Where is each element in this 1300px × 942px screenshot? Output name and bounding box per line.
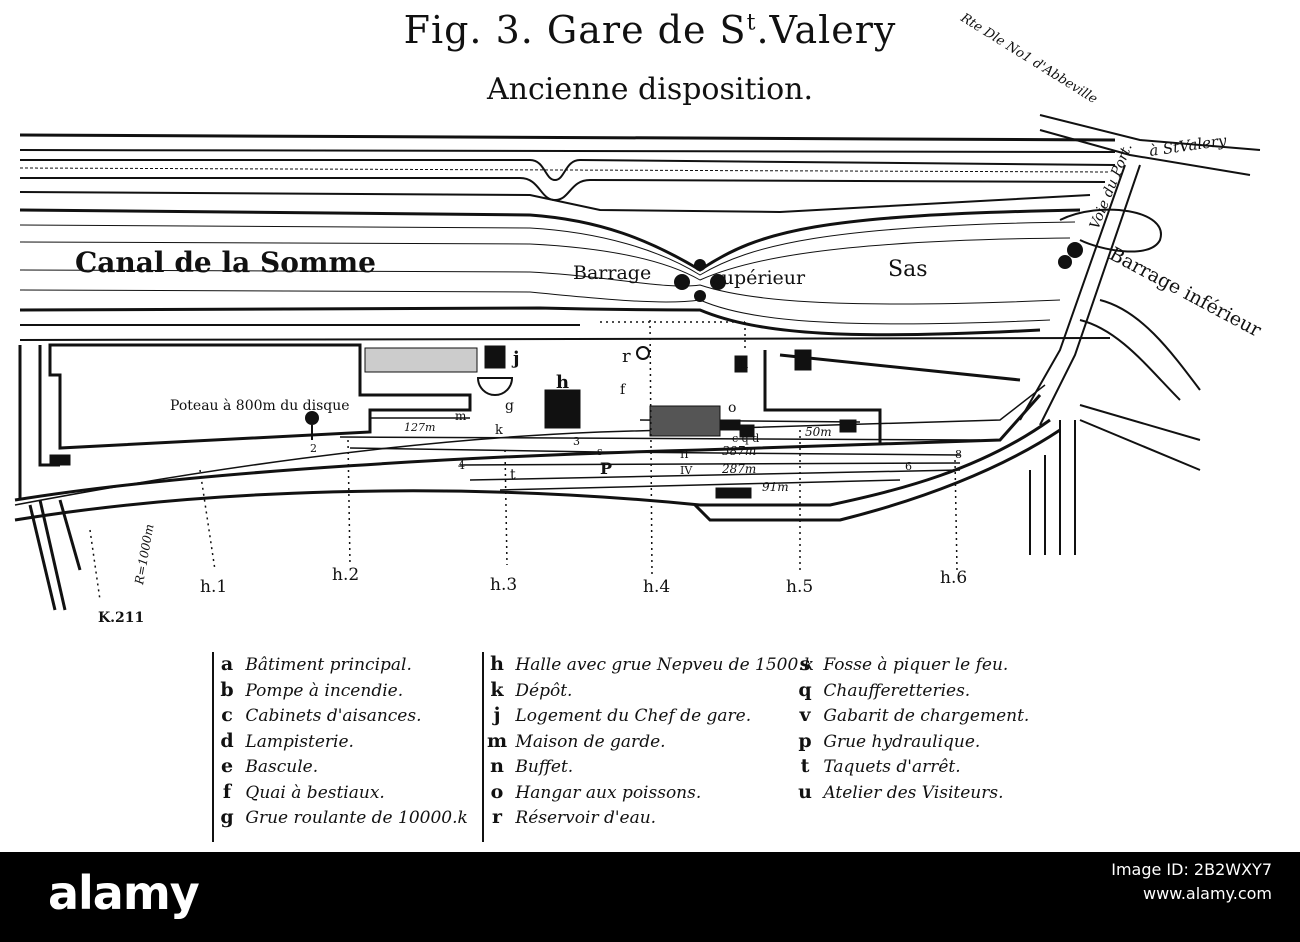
label-h: h	[556, 372, 569, 393]
label-o: o	[728, 400, 736, 416]
legend-item: q Chaufferetteries.	[798, 678, 971, 701]
legend-item: t Taquets d'arrêt.	[800, 755, 961, 777]
legend-item: g Grue roulante de 10000.k	[220, 806, 468, 828]
label-91m: 91m	[762, 480, 789, 494]
label-s: s	[597, 445, 603, 458]
legend-item: o Hangar aux poissons.	[490, 780, 702, 803]
legend-item: b Pompe à incendie.	[220, 678, 404, 701]
poteau-signal-disc	[305, 411, 319, 440]
label-387m: 387m	[722, 444, 756, 458]
label-h1: h.1	[200, 577, 227, 597]
legend-item: m Maison de garde.	[486, 729, 666, 752]
legend-item: f Quai à bestiaux.	[222, 780, 385, 803]
legend-item: a Bâtiment principal.	[220, 653, 412, 675]
label-j: j	[511, 348, 520, 369]
legend: a Bâtiment principal. b Pompe à incendie…	[212, 652, 1052, 842]
legend-item: e Bascule.	[220, 755, 319, 777]
legend-column-2: h Halle avec grue Nepveu de 1500.k k Dép…	[482, 652, 815, 842]
legend-item: d Lampisterie.	[220, 729, 354, 752]
label-50m: 50m	[805, 425, 832, 439]
legend-item: c Cabinets d'aisances.	[221, 704, 422, 726]
legend-item: k Dépôt.	[490, 678, 573, 701]
label-h3: h.3	[490, 575, 517, 595]
label-k211: K.211	[98, 610, 144, 626]
canal-waterway	[19, 133, 1116, 341]
label-2: 2	[310, 442, 317, 455]
railway-tracks	[14, 384, 1046, 506]
station-buildings	[49, 345, 857, 499]
label-r: r	[622, 346, 631, 367]
label-6: 6	[905, 460, 912, 473]
label-m: m	[455, 409, 467, 423]
legend-item: v Gabarit de chargement.	[799, 704, 1030, 726]
label-barrage-inferieur: Barrage inférieur	[1106, 243, 1266, 342]
stock-footer-bar: alamy Image ID: 2B2WXY7 www.alamy.com	[0, 852, 1300, 942]
label-h2: h.2	[332, 565, 359, 585]
label-f: f	[620, 382, 627, 398]
label-poteau: Poteau à 800m du disque	[170, 397, 350, 414]
label-voie-du-port: Voie du Port.	[1087, 141, 1136, 231]
water-reservoir	[636, 346, 650, 360]
label-n: n	[738, 353, 748, 372]
legend-item: n Buffet.	[490, 755, 574, 777]
label-canal: Canal de la Somme	[75, 246, 376, 279]
label-r1000: R=1000m	[132, 523, 157, 587]
label-3: 3	[573, 435, 580, 448]
label-cqd: c q d	[732, 432, 759, 445]
label-8: 8	[955, 448, 962, 461]
label-track-iv: IV	[680, 464, 693, 477]
reference-dotted-lines	[89, 319, 958, 601]
turntable	[476, 377, 514, 396]
label-route: Rte Dle No1 d'Abbeville	[957, 10, 1100, 107]
label-h4: h.4	[643, 577, 670, 597]
barrage-superieur-lock	[674, 259, 726, 302]
station-plan-map: Canal de la Somme Barrage supérieur Sas …	[14, 10, 1266, 626]
label-t: t	[510, 467, 516, 483]
brand-logo[interactable]: alamy	[48, 866, 200, 920]
figure-subtitle: Ancienne disposition.	[486, 72, 814, 107]
label-127m: 127m	[404, 421, 435, 434]
legend-item: j Logement du Chef de gare.	[493, 704, 752, 726]
label-k: k	[495, 423, 503, 438]
label-superieur: supérieur	[712, 267, 806, 289]
label-a-st-valery: à StValery	[1148, 131, 1228, 160]
legend-item: u Atelier des Visiteurs.	[798, 780, 1004, 803]
label-4: 4	[458, 459, 465, 472]
label-g: g	[505, 398, 514, 414]
label-p: P	[600, 459, 612, 478]
legend-column-3: s Fosse à piquer le feu. q Chaufferetter…	[792, 652, 1050, 842]
image-id-label: Image ID: 2B2WXY7	[1111, 860, 1272, 879]
legend-item: h Halle avec grue Nepveu de 1500.k	[490, 653, 815, 675]
label-track-ii: II	[680, 448, 689, 461]
label-barrage: Barrage	[573, 262, 651, 284]
label-h5: h.5	[786, 577, 813, 597]
image-id-block: Image ID: 2B2WXY7 www.alamy.com	[1111, 858, 1272, 906]
legend-item: s Fosse à piquer le feu.	[799, 653, 1009, 675]
stock-url-link[interactable]: www.alamy.com	[1143, 884, 1272, 903]
legend-item: r Réservoir d'eau.	[491, 806, 657, 828]
label-h6: h.6	[940, 568, 967, 588]
label-sas: Sas	[888, 257, 927, 282]
legend-item: p Grue hydraulique.	[798, 729, 981, 752]
barrage-inferieur-lock	[1058, 208, 1201, 401]
figure-title: Fig. 3. Gare de St.Valery	[403, 8, 897, 52]
label-287m: 287m	[721, 462, 756, 476]
legend-column-1: a Bâtiment principal. b Pompe à incendie…	[212, 652, 479, 842]
roads	[1019, 114, 1261, 555]
